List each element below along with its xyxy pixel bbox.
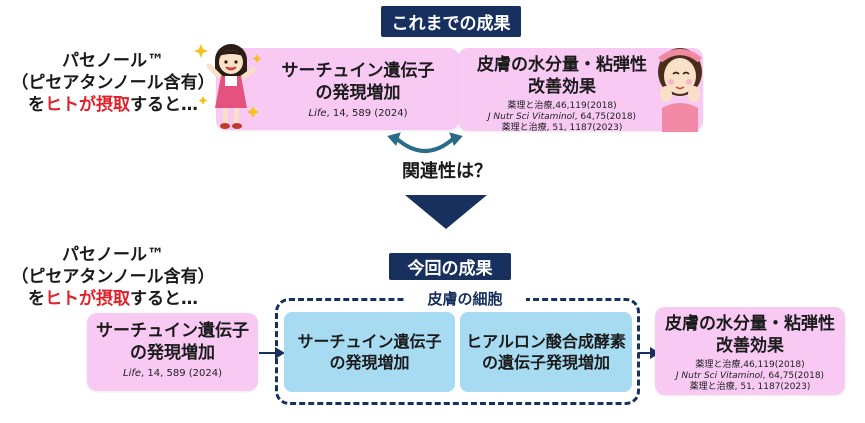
top-sirtuin-title-line2: の発現増加 <box>315 83 401 103</box>
blue-box-2-line2: の遺伝子発現増加 <box>481 353 610 372</box>
bottom-skin-effect-box <box>655 307 845 395</box>
bottom-sirtuin-result-box <box>87 313 258 391</box>
bottom-skin-ref2: J Nutr Sci Vitaminol, 64,75(2018) <box>655 371 845 382</box>
intro-top-line2: （ピセアタンノール含有） <box>11 73 215 93</box>
top-sirtuin-ref-journal: Life <box>308 108 327 119</box>
bottom-skin-ref2-rest: , 64,75(2018) <box>762 371 825 381</box>
face-touching-woman-icon <box>658 48 702 132</box>
top-sirtuin-title-line1: サーチュイン遺伝子 <box>281 61 435 81</box>
blue-box-1-line2: の発現増加 <box>329 353 410 372</box>
intro-text-bottom: パセノール™ （ピセアタンノール含有） をヒトが摂取すると… <box>8 244 218 310</box>
top-skin-title-line1: 皮膚の水分量・粘弾性 <box>477 55 647 75</box>
intro-top-line3: をヒトが摂取すると… <box>8 94 218 116</box>
top-sirtuin-result-content: サーチュイン遺伝子 の発現増加 Life, 14, 589 (2024) <box>258 60 458 119</box>
curved-double-arrow-icon <box>387 132 463 153</box>
sirtuin-expression-cell-box: サーチュイン遺伝子 の発現増加 <box>284 312 455 392</box>
right-arrow-icon <box>259 347 285 359</box>
skin-cell-label: 皮膚の細胞 <box>404 288 526 309</box>
bottom-skin-title-line1: 皮膚の水分量・粘弾性 <box>665 314 835 334</box>
intro-top-line3-post: すると… <box>130 95 198 115</box>
top-skin-ref1: 薬理と治療,46,119(2018) <box>507 101 617 111</box>
top-skin-effect-content: 皮膚の水分量・粘弾性 改善効果 薬理と治療,46,119(2018) J Nut… <box>462 54 662 134</box>
intro-bottom-line1: パセノール™ <box>62 245 164 265</box>
blue-box-2-line1: ヒアルロン酸合成酵素 <box>466 332 626 351</box>
intro-top-line3-pre: を <box>28 95 45 115</box>
bottom-skin-title-line2: 改善効果 <box>716 336 784 356</box>
intro-text-top: パセノール™ （ピセアタンノール含有） をヒトが摂取すると… <box>8 50 218 116</box>
top-skin-title-line2: 改善効果 <box>528 77 596 97</box>
relation-question: 関連性は？ <box>402 161 492 182</box>
bottom-sirtuin-ref-rest: , 14, 589 (2024) <box>141 368 222 379</box>
hyaluronan-synthase-cell-box: ヒアルロン酸合成酵素 の遺伝子発現増加 <box>460 312 632 392</box>
cheerful-girl-icon <box>195 44 262 129</box>
bottom-sirtuin-title-line1: サーチュイン遺伝子 <box>96 321 249 341</box>
bottom-section-header: 今回の成果 <box>389 253 511 280</box>
intro-top-line3-red: ヒトが摂取 <box>45 95 130 115</box>
intro-bottom-line3-post: すると… <box>130 289 198 309</box>
bottom-skin-ref1: 薬理と治療,46,119(2018) <box>695 360 805 370</box>
bottom-sirtuin-result-content: サーチュイン遺伝子 の発現増加 Life, 14, 589 (2024) <box>87 320 258 379</box>
intro-bottom-line3: をヒトが摂取すると… <box>8 288 218 310</box>
bottom-skin-effect-content: 皮膚の水分量・粘弾性 改善効果 薬理と治療,46,119(2018) J Nut… <box>655 313 845 393</box>
top-sirtuin-reference: Life, 14, 589 (2024) <box>258 108 458 119</box>
top-skin-ref2: J Nutr Sci Vitaminol, 64,75(2018) <box>462 112 662 123</box>
top-skin-ref2-rest: , 64,75(2018) <box>574 112 637 122</box>
top-skin-ref3: 薬理と治療, 51, 1187(2023) <box>501 123 623 133</box>
intro-bottom-line3-pre: を <box>28 289 45 309</box>
intro-bottom-line2: （ピセアタンノール含有） <box>11 267 215 287</box>
bottom-sirtuin-reference: Life, 14, 589 (2024) <box>87 368 258 379</box>
top-skin-ref2-journal: J Nutr Sci Vitaminol <box>487 112 575 122</box>
intro-top-line1: パセノール™ <box>62 51 164 71</box>
intro-bottom-line3-red: ヒトが摂取 <box>45 289 130 309</box>
top-section-header-text: これまでの成果 <box>391 14 511 34</box>
top-section-header: これまでの成果 <box>381 6 521 37</box>
down-triangle-arrow-icon <box>405 195 487 229</box>
bottom-sirtuin-ref-journal: Life <box>123 368 142 379</box>
bottom-skin-ref3: 薬理と治療, 51, 1187(2023) <box>689 382 811 392</box>
blue-box-1-line1: サーチュイン遺伝子 <box>297 332 442 351</box>
bottom-section-header-text: 今回の成果 <box>407 259 493 279</box>
bottom-skin-ref2-journal: J Nutr Sci Vitaminol <box>675 371 763 381</box>
bottom-sirtuin-title-line2: の発現増加 <box>130 343 215 363</box>
top-sirtuin-ref-rest: , 14, 589 (2024) <box>326 108 408 119</box>
